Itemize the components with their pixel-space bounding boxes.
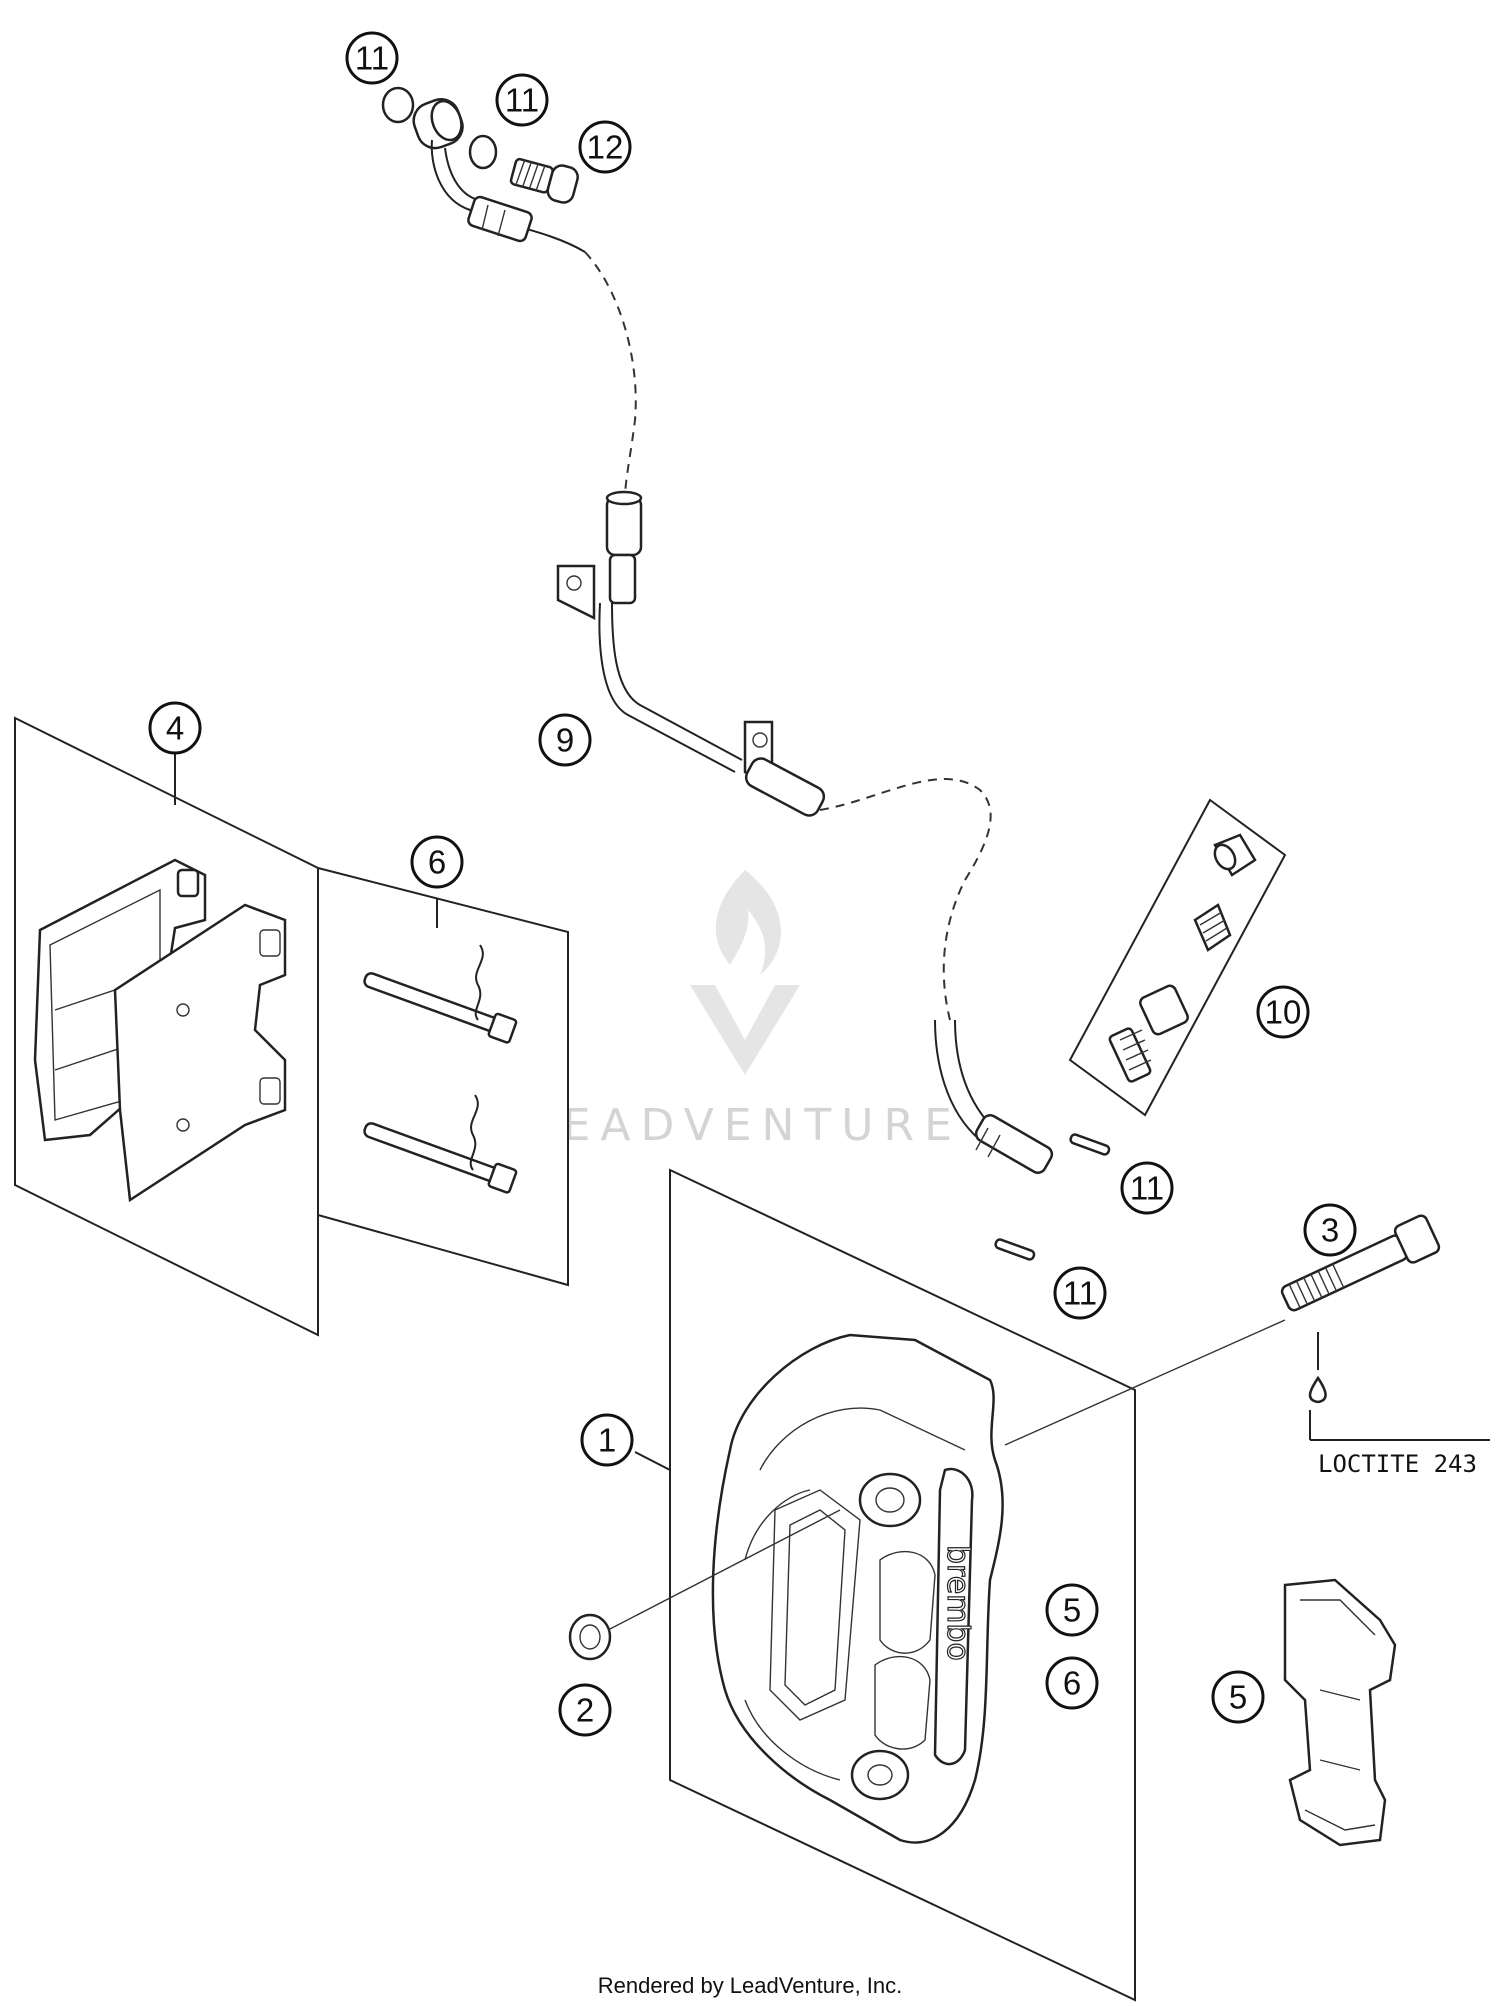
svg-text:6: 6: [428, 844, 446, 881]
callout-5-clip: 5: [1211, 1670, 1265, 1724]
svg-text:10: 10: [1265, 994, 1302, 1031]
svg-text:2: 2: [576, 1692, 594, 1729]
svg-text:6: 6: [1063, 1665, 1081, 1702]
caliper-bolt: [1004, 1214, 1490, 1446]
svg-text:3: 3: [1321, 1212, 1339, 1249]
loctite-note: LOCTITE 243: [1318, 1450, 1477, 1478]
footer-text: Rendered by LeadVenture, Inc.: [598, 1973, 903, 1998]
callout-1: 1: [580, 1413, 634, 1467]
callout-6-pins: 6: [410, 835, 464, 889]
small-washer-lower: [994, 1238, 1036, 1261]
caliper-spacer: [568, 1509, 841, 1661]
svg-text:9: 9: [556, 722, 574, 759]
small-washer-upper: [1069, 1133, 1111, 1156]
svg-text:11: 11: [1063, 1275, 1097, 1312]
callout-5-caliper: 5: [1045, 1583, 1099, 1637]
bleeder-kit-panel: [1068, 798, 1287, 1117]
callout-10: 10: [1256, 985, 1310, 1039]
callout-11-top-right: 11: [495, 73, 549, 127]
upper-banjo-fitting: [381, 86, 579, 204]
svg-text:12: 12: [587, 129, 624, 166]
svg-text:11: 11: [505, 82, 539, 119]
svg-text:4: 4: [166, 710, 184, 747]
callout-6-caliper: 6: [1045, 1656, 1099, 1710]
callout-12: 12: [578, 120, 632, 174]
svg-text:5: 5: [1229, 1679, 1247, 1716]
callout-2: 2: [558, 1683, 612, 1737]
svg-text:1: 1: [598, 1422, 616, 1459]
watermark-text: LEADVENTURE: [528, 1100, 962, 1151]
brake-line: [430, 139, 1054, 1174]
caliper-brand-text: brembo: [940, 1545, 975, 1661]
pad-spring-clip: [1283, 1578, 1397, 1847]
svg-text:5: 5: [1063, 1592, 1081, 1629]
leadventure-watermark: LEADVENTURE: [528, 870, 962, 1151]
callout-3: 3: [1303, 1203, 1357, 1257]
callout-11-top-left: 11: [345, 31, 399, 85]
brake-pad-panel: [14, 716, 319, 1337]
callout-11-upper-washer: 11: [1120, 1161, 1174, 1215]
svg-text:11: 11: [1130, 1170, 1164, 1207]
callout-11-lower-washer: 11: [1053, 1266, 1107, 1320]
svg-text:11: 11: [355, 40, 389, 77]
callout-4: 4: [148, 701, 202, 755]
callout-9: 9: [538, 713, 592, 767]
caliper-panel: brembo: [634, 1168, 1136, 2002]
pin-panel: [317, 866, 569, 1287]
